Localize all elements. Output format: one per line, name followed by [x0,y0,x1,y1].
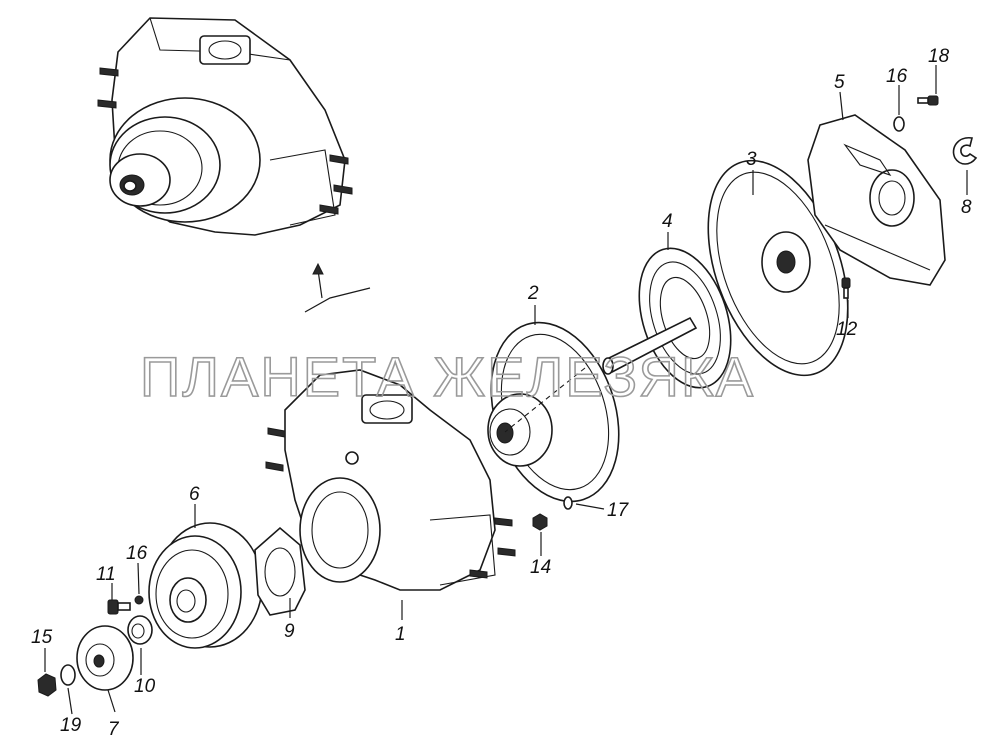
callout-14: 14 [530,557,551,578]
callout-16-rear: 16 [886,66,908,87]
callout-3: 3 [746,149,757,170]
part-6-pulley [148,522,263,649]
assembled-unit [97,17,353,236]
part-9-gasket [254,526,306,616]
part-2-cover [487,321,620,503]
callout-2: 2 [527,283,539,304]
part-16-washer-rear [893,116,905,132]
part-17-washer [563,496,573,510]
part-11-bolt [107,599,131,615]
part-10-bushing [127,615,153,645]
callout-8: 8 [961,197,972,218]
part-19-washer [60,664,76,686]
part-15-nut [37,673,57,697]
callout-16-front: 16 [126,543,148,564]
part-5-rear-cover [807,114,946,286]
callout-6: 6 [189,484,200,505]
part-14-nut [532,513,548,531]
callout-9: 9 [284,621,295,642]
callout-5: 5 [834,72,845,93]
callout-15: 15 [31,627,53,648]
callout-12: 12 [836,319,858,340]
callout-10: 10 [134,676,156,697]
part-8-ring [952,137,978,165]
part-4-impeller [602,247,732,389]
callout-7: 7 [108,719,120,740]
callout-18: 18 [928,46,950,67]
callout-4: 4 [662,211,673,232]
callout-11: 11 [96,564,116,585]
part-3-plate [707,159,849,377]
callout-1: 1 [395,624,406,645]
callout-19: 19 [60,715,82,736]
callout-labels: 1 2 3 4 5 6 7 8 9 10 11 12 14 15 16 16 1… [31,46,972,740]
part-1-housing [265,369,516,591]
callout-17: 17 [607,500,630,521]
leader-lines [44,65,968,715]
direction-arrow [304,262,371,313]
part-12-bolt [841,277,851,299]
part-7-flange [76,625,134,691]
part-16-washer-front [134,595,144,605]
watermark-text: ПЛАНЕТА ЖЕЛЕЗЯКА [140,345,755,408]
part-18-bolt [917,95,939,106]
